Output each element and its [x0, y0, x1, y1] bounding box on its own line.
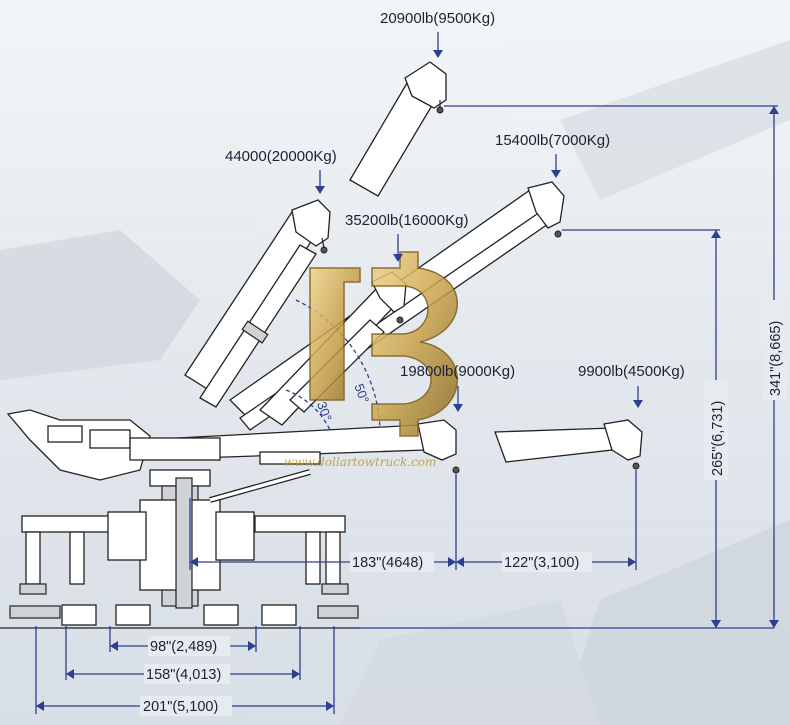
boom-9900	[494, 419, 643, 470]
load-label-19800: 19800lb(9000Kg)	[400, 363, 515, 380]
angle-50-label: 50°	[351, 382, 372, 406]
dim-122-label: 122"(3,100)	[504, 555, 579, 571]
truck-body	[0, 409, 360, 629]
boom-44000	[184, 199, 331, 408]
dim-98-label: 98"(2,489)	[150, 639, 217, 655]
watermark-url: www.dollartowtruck.com	[284, 455, 436, 469]
dollar-logo-watermark: www.dollartowtruck.com	[284, 251, 458, 469]
angle-30-label: 30°	[314, 400, 335, 424]
load-labels: 20900lb(9500Kg) 44000(20000Kg) 15400lb(7…	[225, 10, 685, 412]
dim-183-label: 183"(4648)	[352, 555, 423, 571]
load-label-9900: 9900lb(4500Kg)	[578, 363, 685, 380]
load-label-35200: 35200lb(16000Kg)	[345, 212, 468, 229]
dimension-lines: 341"(8,665) 265"(6,731) 183"(4648) 122"(…	[35, 105, 786, 716]
load-label-44000: 44000(20000Kg)	[225, 148, 337, 165]
dim-265-label: 265"(6,731)	[710, 401, 726, 476]
load-label-15400: 15400lb(7000Kg)	[495, 132, 610, 149]
dim-341-label: 341"(8,665)	[768, 321, 784, 396]
dim-201-label: 201"(5,100)	[143, 699, 218, 715]
load-label-20900: 20900lb(9500Kg)	[380, 10, 495, 27]
dim-158-label: 158"(4,013)	[146, 667, 221, 683]
boom-top	[349, 61, 447, 197]
